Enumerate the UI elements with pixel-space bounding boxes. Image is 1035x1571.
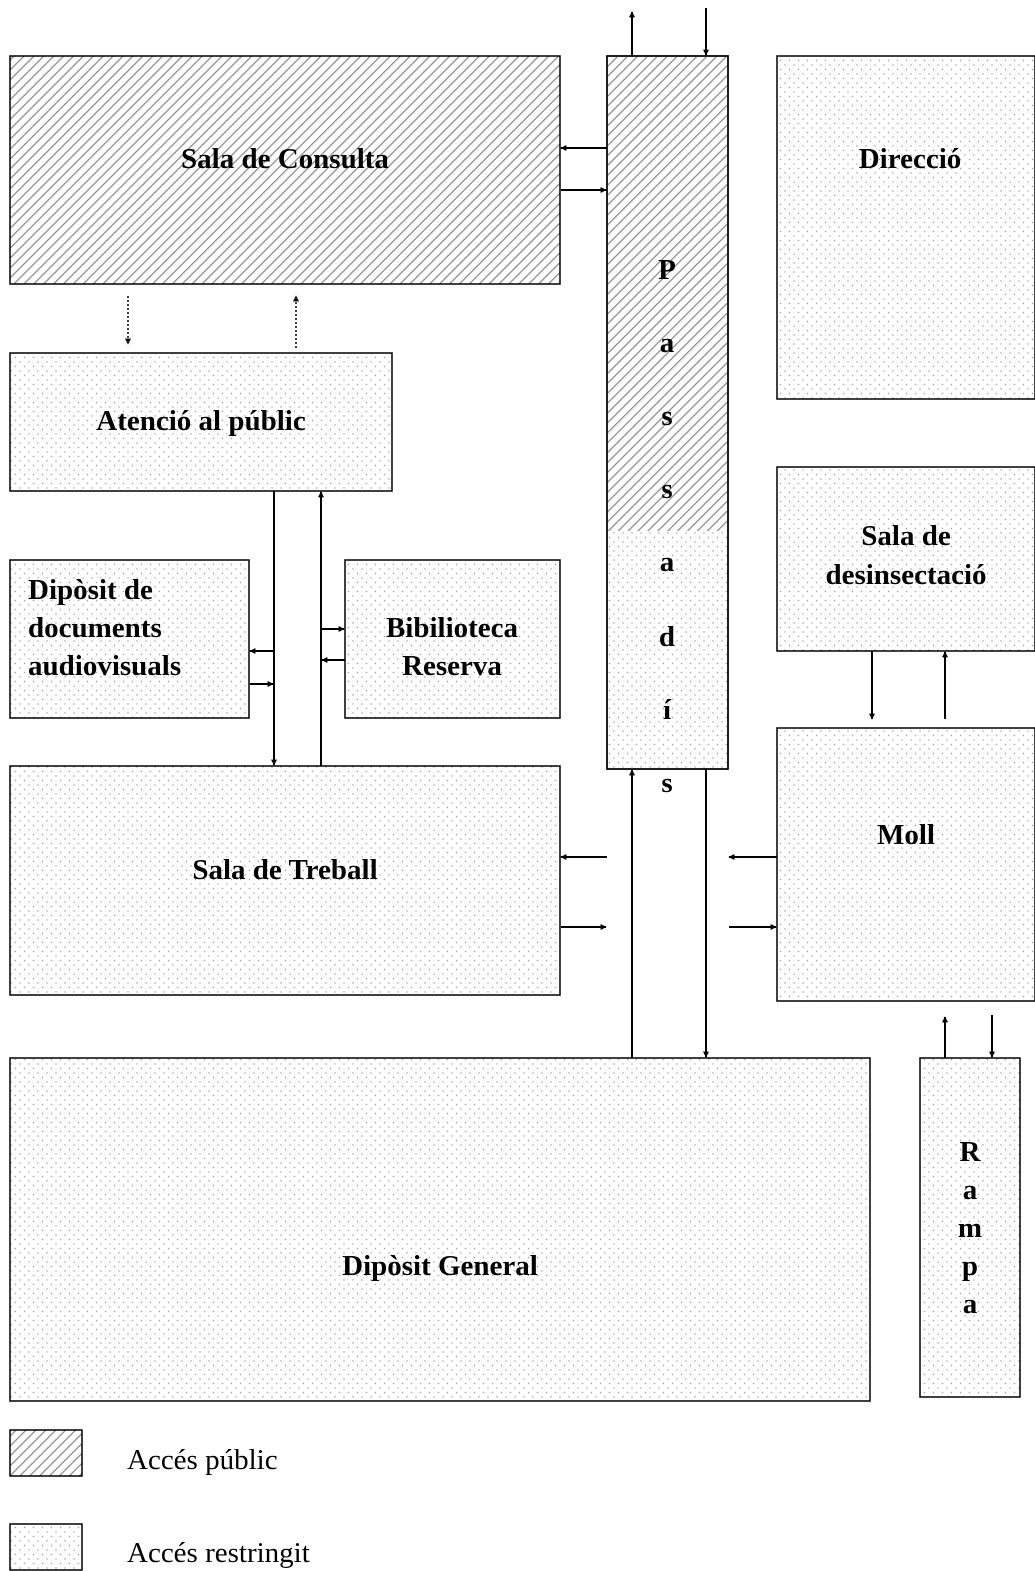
atencio-al-public-label: Atenció al públic: [96, 405, 306, 437]
sala-de-consulta-room: [9, 55, 561, 285]
passadis-letter: s: [661, 473, 672, 505]
diposit-audiovisuals-label: Dipòsit de documents audiovisuals: [28, 574, 181, 682]
biblioteca-reserva-room: [344, 559, 561, 719]
diposit-audiovisuals-room: [9, 559, 250, 719]
biblioteca-reserva-label: Bibilioteca Reserva: [386, 612, 519, 682]
rampa-letter: a: [963, 1288, 978, 1320]
legend-public-label: Accés públic: [127, 1444, 278, 1476]
sala-desinsectacio-line: Sala de: [861, 520, 951, 552]
rampa-letter: m: [958, 1212, 982, 1244]
diposit-audiovisuals-line: audiovisuals: [28, 650, 181, 682]
rampa-letter: p: [962, 1250, 978, 1282]
passadis-upper-public: [608, 57, 727, 531]
diposit-general-room: [9, 1057, 871, 1402]
moll-label: Moll: [877, 819, 935, 851]
passadis-letter: a: [660, 327, 675, 359]
legend-restricted-swatch: [9, 1523, 83, 1571]
passadis-letter: a: [660, 546, 675, 578]
diposit-general-label: Dipòsit General: [342, 1250, 538, 1282]
diposit-audiovisuals-line: documents: [28, 612, 162, 644]
sala-desinsectacio-label: Sala de desinsectació: [825, 520, 986, 591]
legend-restricted-label: Accés restringit: [127, 1537, 310, 1569]
rampa-label: R a m p a: [958, 1136, 982, 1320]
passadis-label: P a s s a d í s: [658, 254, 676, 799]
atencio-al-public-room: [9, 352, 393, 492]
passadis-letter: í: [663, 694, 672, 726]
direccio-label: Direcció: [859, 143, 962, 175]
biblioteca-reserva-line: Reserva: [402, 650, 502, 682]
diposit-audiovisuals-line: Dipòsit de: [28, 574, 153, 606]
passadis-outline: [606, 55, 729, 770]
passadis-letter: s: [661, 767, 672, 799]
rampa-letter: a: [963, 1174, 978, 1206]
passadis-letter: P: [658, 254, 676, 286]
passadis-letter: d: [659, 621, 675, 653]
sala-desinsectacio-room: [776, 466, 1035, 652]
sala-de-treball-room: [9, 765, 561, 996]
sala-desinsectacio-line: desinsectació: [825, 559, 986, 591]
rampa-letter: R: [960, 1136, 982, 1168]
sala-de-consulta-label: Sala de Consulta: [181, 143, 389, 175]
sala-de-treball-label: Sala de Treball: [192, 854, 377, 886]
rampa-room: [919, 1057, 1021, 1398]
moll-room: [776, 727, 1035, 1002]
legend-public-swatch: [9, 1429, 83, 1477]
passadis-letter: s: [661, 400, 672, 432]
direccio-room: [776, 55, 1035, 400]
biblioteca-reserva-line: Bibilioteca: [386, 612, 519, 644]
